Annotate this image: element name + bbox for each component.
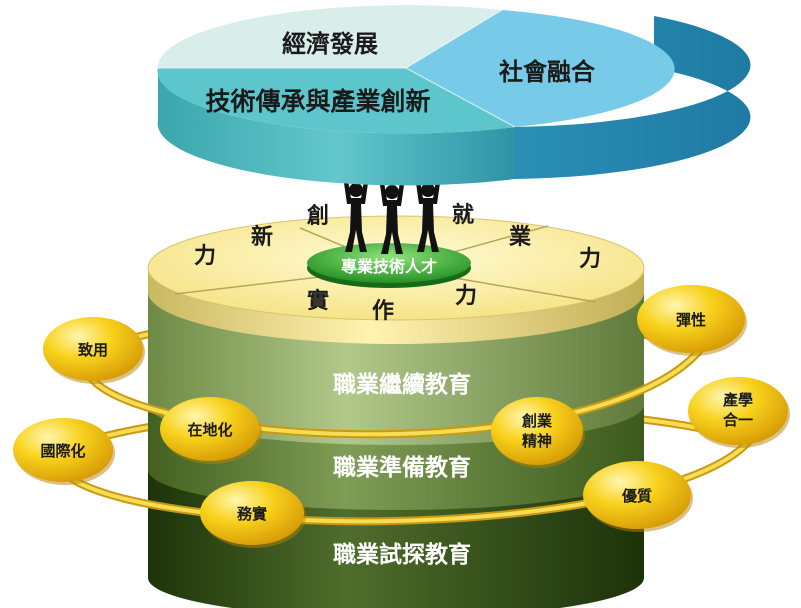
layer-exploration-label: 職業試探教育: [333, 541, 471, 568]
platform-characters: 創 新 力 就 業 力 實 作 力: [194, 202, 601, 324]
badge-local: 在地化: [160, 397, 262, 464]
layer-continuing-label: 職業繼續教育: [333, 371, 471, 398]
badge-entrepreneurship-line1: 創業: [521, 412, 553, 430]
layer-labels: 職業繼續教育 職業準備教育 職業試探教育: [333, 371, 471, 568]
pie-label-social: 社會融合: [499, 58, 596, 86]
innovation-char-3: 力: [194, 244, 216, 269]
center-label: 專業技術人才: [341, 257, 437, 276]
practice-char-3: 力: [455, 284, 477, 309]
pie-side-front: [157, 68, 515, 186]
pie-label-economic: 經濟發展: [282, 30, 378, 58]
badge-entrepreneurship-line2: 精神: [522, 432, 552, 450]
pie-top-social: [406, 10, 675, 127]
badge-practical: 致用: [43, 317, 145, 384]
badge-practical-label: 致用: [78, 341, 108, 359]
badge-industry-academia-line2: 合一: [722, 411, 753, 429]
innovation-char-1: 創: [307, 204, 329, 229]
badge-local-label: 在地化: [187, 421, 232, 439]
employment-char-2: 業: [509, 225, 532, 250]
pie-top-economic: [157, 5, 502, 68]
goals-pie: 經濟發展 社會融合 技術傳承與產業創新: [157, 5, 751, 186]
badge-pragmatic-label: 務實: [237, 505, 267, 523]
badge-industry-academia: 產學 合一: [688, 377, 790, 448]
pie-side-right: [515, 16, 751, 179]
badge-pragmatic: 務實: [200, 481, 306, 548]
practice-char-2: 作: [372, 299, 394, 324]
innovation-char-2: 新: [251, 224, 273, 250]
practice-char-1: 實: [307, 288, 329, 314]
badge-international-label: 國際化: [40, 442, 85, 460]
badge-international: 國際化: [13, 418, 115, 485]
employment-char-3: 力: [579, 247, 601, 272]
badge-flexibility-label: 彈性: [676, 311, 706, 329]
badges: 致用 在地化 國際化 務實 創業 精神 彈性: [13, 285, 790, 548]
badge-quality: 優質: [583, 461, 693, 532]
supporting-figures-icon: [343, 174, 441, 254]
badge-flexibility: 彈性: [637, 285, 747, 356]
badge-quality-label: 優質: [621, 487, 652, 505]
center-disc: 專業技術人才: [307, 243, 471, 288]
employment-char-1: 就: [452, 202, 474, 228]
badge-entrepreneurship: 創業 精神: [491, 397, 585, 468]
layer-preparation-label: 職業準備教育: [333, 454, 471, 481]
pie-top-heritage: [157, 68, 515, 134]
pie-label-heritage: 技術傳承與產業創新: [205, 87, 430, 116]
badge-industry-academia-line1: 產學: [722, 391, 753, 409]
